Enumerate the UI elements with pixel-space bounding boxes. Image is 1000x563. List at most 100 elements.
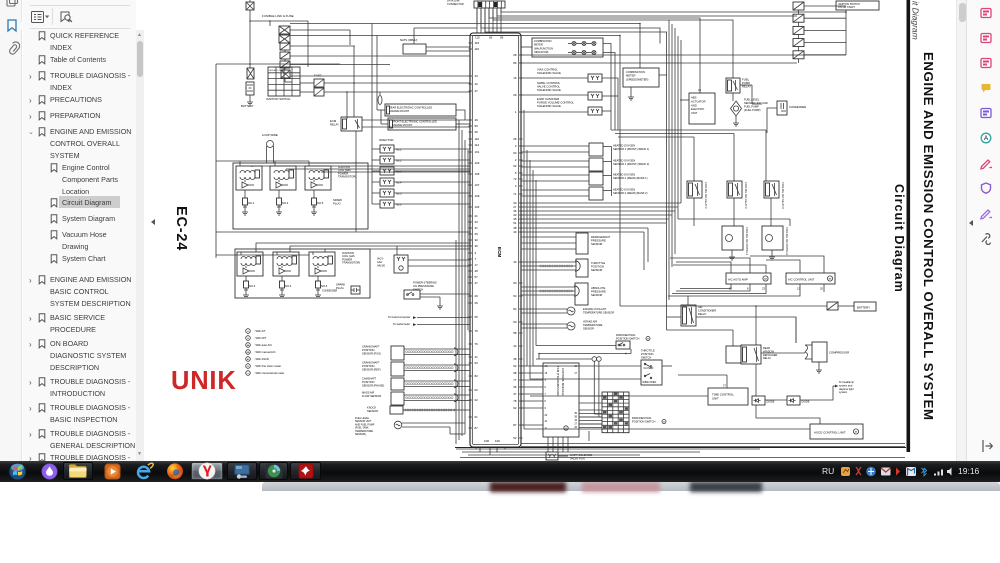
- svg-text:: With auto A/C: : With auto A/C: [254, 343, 272, 347]
- svg-text:NATS (IMMU): NATS (IMMU): [400, 38, 417, 42]
- svg-text:10: 10: [574, 365, 577, 368]
- svg-text:09: 09: [500, 36, 504, 40]
- svg-text:38: 38: [574, 416, 577, 419]
- svg-text:M: M: [647, 339, 649, 341]
- svg-text:RELAY: RELAY: [742, 85, 751, 89]
- svg-text:COIL (with: COIL (with: [338, 168, 351, 172]
- svg-text:50: 50: [475, 124, 479, 128]
- svg-text:system and: system and: [839, 383, 853, 387]
- svg-text:52: 52: [475, 388, 479, 392]
- svg-text:2: 2: [515, 158, 517, 162]
- svg-text:ECM: ECM: [330, 119, 337, 123]
- svg-text:UNIK: UNIK: [171, 367, 237, 395]
- svg-text:LOOP WIRE: LOOP WIRE: [262, 133, 278, 137]
- svg-text:28: 28: [513, 53, 517, 57]
- svg-text:3: 3: [475, 251, 477, 255]
- svg-text:AS: AS: [855, 431, 858, 434]
- svg-text:A2: A2: [545, 365, 549, 368]
- svg-text:No.4: No.4: [396, 181, 402, 185]
- svg-text:FV: FV: [247, 366, 250, 368]
- svg-text:FLOW SENSOR: FLOW SENSOR: [362, 394, 381, 398]
- svg-text:87: 87: [475, 426, 479, 430]
- svg-text:COMBINATION: COMBINATION: [534, 40, 552, 43]
- svg-text:35: 35: [513, 209, 517, 213]
- svg-text:SENSOR: SENSOR: [591, 268, 602, 272]
- svg-text:COIL (with: COIL (with: [342, 254, 355, 258]
- svg-text:41: 41: [545, 420, 548, 423]
- svg-text:POWER: POWER: [338, 171, 348, 175]
- svg-text:IGNITION SWITCH: IGNITION SWITCH: [838, 3, 860, 6]
- svg-text:PARK/NEUTRAL: PARK/NEUTRAL: [632, 416, 652, 420]
- svg-text:FUEL LEVEL: FUEL LEVEL: [744, 98, 760, 102]
- svg-text:No.1: No.1: [396, 148, 402, 152]
- svg-text:PARK/NEUTRAL: PARK/NEUTRAL: [616, 333, 636, 337]
- svg-text:COOLING FAN RELAY-2: COOLING FAN RELAY-2: [744, 182, 747, 209]
- svg-text:20: 20: [545, 414, 548, 417]
- svg-text:29: 29: [513, 93, 517, 97]
- svg-text:45: 45: [513, 217, 517, 221]
- svg-text:61: 61: [475, 415, 479, 419]
- svg-text:ABSOLUTE: ABSOLUTE: [591, 286, 606, 290]
- svg-text:SENSOR 1 (FRONT) (BANK 2): SENSOR 1 (FRONT) (BANK 2): [613, 162, 649, 166]
- svg-text:FUSE: FUSE: [314, 74, 322, 78]
- svg-text:NO.4: NO.4: [285, 284, 292, 288]
- svg-text:43: 43: [475, 74, 479, 78]
- svg-text:ASCD CONTROL UNIT: ASCD CONTROL UNIT: [814, 430, 846, 434]
- svg-text:25: 25: [475, 232, 479, 236]
- svg-text:MASS AIR: MASS AIR: [362, 391, 374, 395]
- svg-text:38: 38: [513, 226, 517, 230]
- svg-text:SWITCH: SWITCH: [413, 287, 423, 291]
- svg-text:20: 20: [820, 287, 823, 291]
- svg-text:9: 9: [545, 407, 547, 410]
- svg-text:CAMSHAFT: CAMSHAFT: [362, 377, 377, 381]
- svg-text:32: 32: [475, 238, 479, 242]
- svg-text:CONDENSER: CONDENSER: [322, 290, 338, 293]
- svg-text:17: 17: [574, 372, 577, 375]
- svg-text:5: 5: [515, 171, 517, 175]
- svg-text:63: 63: [513, 151, 517, 155]
- svg-text:116: 116: [475, 47, 480, 51]
- svg-text:COOLING FAN MOTOR-2: COOLING FAN MOTOR-2: [785, 227, 788, 256]
- svg-text:SENSOR UNIT AND: SENSOR UNIT AND: [744, 101, 768, 105]
- svg-text:COOLING FAN RELAY-3: COOLING FAN RELAY-3: [781, 182, 784, 209]
- svg-text:SENSOR (PHASE): SENSOR (PHASE): [362, 383, 384, 387]
- svg-text:90: 90: [513, 320, 517, 324]
- svg-text:SOLENOID VALVE: SOLENOID VALVE: [537, 71, 561, 75]
- svg-text:NO.1: NO.1: [248, 201, 255, 205]
- svg-text:42: 42: [475, 82, 479, 86]
- svg-text:78: 78: [513, 399, 517, 403]
- svg-text:108: 108: [484, 439, 489, 443]
- svg-text:101: 101: [475, 150, 480, 154]
- svg-text:To tachometer: To tachometer: [393, 322, 410, 326]
- svg-text:ABS: ABS: [691, 96, 697, 100]
- svg-text:FUEL PUMP: FUEL PUMP: [744, 105, 759, 109]
- svg-text:INDICATOR): INDICATOR): [534, 51, 549, 54]
- svg-text:SENSOR: SENSOR: [367, 409, 378, 413]
- svg-text:37: 37: [513, 392, 517, 396]
- svg-text:94: 94: [513, 281, 517, 285]
- svg-text:FUEL: FUEL: [742, 78, 750, 82]
- svg-text:16: 16: [513, 76, 517, 80]
- svg-text:POSITION: POSITION: [591, 265, 604, 269]
- svg-text:6: 6: [545, 386, 547, 389]
- svg-text:SWITCH: SWITCH: [641, 355, 651, 359]
- svg-text:A: A: [565, 427, 567, 430]
- svg-text:26: 26: [475, 130, 479, 134]
- svg-text:SPARK: SPARK: [336, 283, 345, 287]
- svg-text:VALVE: VALVE: [377, 263, 385, 267]
- svg-text:SWIRL CONTROL: SWIRL CONTROL: [537, 81, 561, 85]
- svg-text:it Diagram: it Diagram: [911, 1, 921, 40]
- svg-text:28: 28: [513, 137, 517, 141]
- svg-text:109: 109: [475, 194, 480, 198]
- svg-text:86: 86: [513, 61, 517, 65]
- svg-text:VALVE CONTROL: VALVE CONTROL: [537, 85, 560, 89]
- svg-text:17: 17: [475, 263, 479, 267]
- svg-text:103: 103: [475, 161, 480, 165]
- svg-text:PURGE VOLUME CONTROL: PURGE VOLUME CONTROL: [537, 101, 574, 105]
- svg-text:40: 40: [513, 230, 517, 234]
- svg-text:WINDOW: WINDOW: [763, 350, 775, 353]
- svg-text:ENGINE AND EMISSION CONTROL OV: ENGINE AND EMISSION CONTROL OVERALL SYST…: [921, 52, 936, 421]
- svg-text:ECM: ECM: [497, 247, 502, 257]
- svg-text:FUEL LEVEL: FUEL LEVEL: [355, 417, 370, 420]
- svg-text:11: 11: [545, 427, 548, 430]
